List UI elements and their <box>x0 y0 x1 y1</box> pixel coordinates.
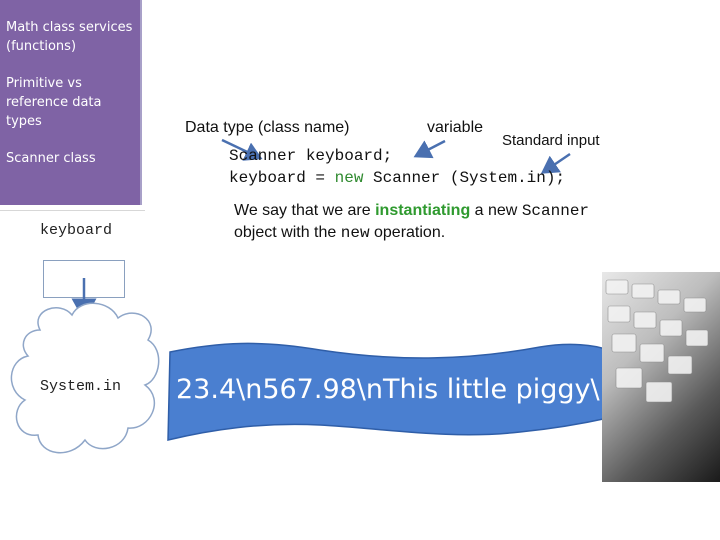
keyboard-image <box>602 272 720 482</box>
data-type-annotation: Data type (class name) <box>185 119 350 137</box>
variable-annotation: variable <box>427 119 483 137</box>
description-part-3: object with the <box>234 224 341 241</box>
description-keyword: new <box>341 224 370 242</box>
description-highlight: instantiating <box>375 202 470 219</box>
code-keyword-new: new <box>335 169 364 187</box>
code-line-1: Scanner keyboard; <box>229 147 392 165</box>
input-stream-text: 23.4\n567.98\nThis little piggy\n <box>176 374 617 405</box>
cloud-label: System.in <box>40 378 121 395</box>
keyboard-keys-graphic <box>602 272 720 482</box>
standard-input-annotation: Standard input <box>502 132 600 149</box>
description-part-1: We say that we are <box>234 202 375 219</box>
code-line-2-suffix: Scanner (System.in); <box>363 169 565 187</box>
description-class-name: Scanner <box>522 202 589 220</box>
code-line-2-prefix: keyboard = <box>229 169 335 187</box>
description-part-4: operation. <box>370 224 446 241</box>
variable-arrow <box>418 141 445 155</box>
code-line-2: keyboard = new Scanner (System.in); <box>229 169 565 187</box>
description-part-2: a new <box>470 202 522 219</box>
description-text: We say that we are instantiating a new S… <box>234 200 634 244</box>
